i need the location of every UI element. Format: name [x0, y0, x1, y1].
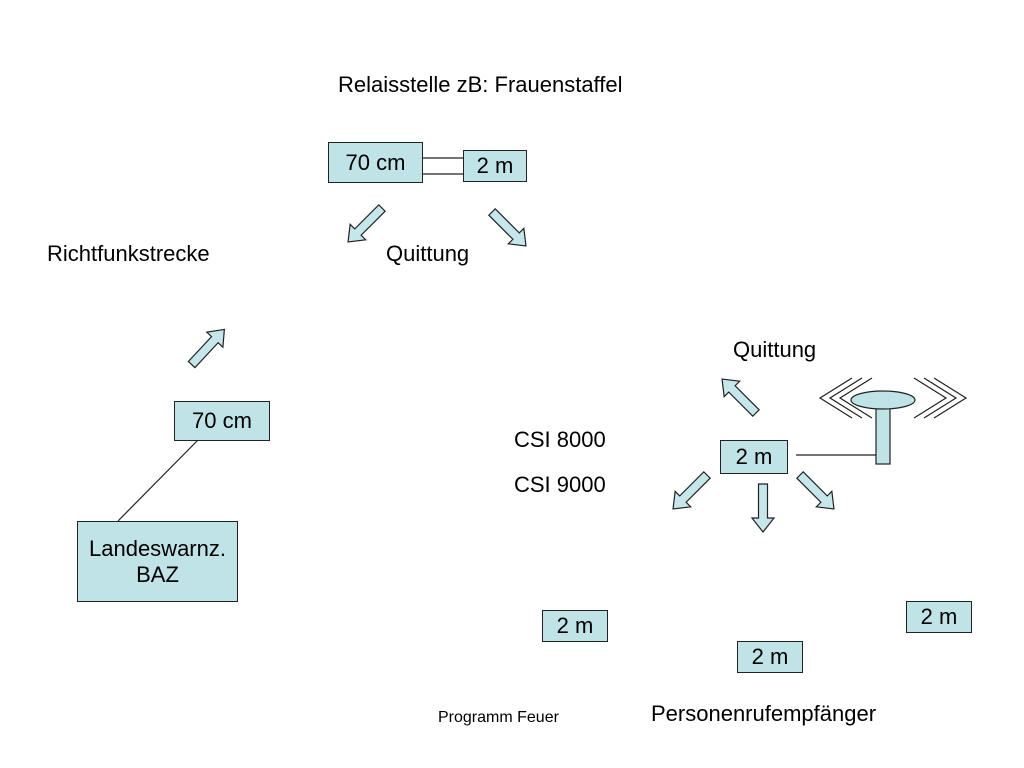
csi-8000-label: CSI 8000 [514, 427, 606, 452]
arrow-tx-down-left [664, 466, 716, 518]
relay-connector [423, 157, 463, 175]
arrow-tx-down-right [791, 466, 843, 518]
arrow-tx-down [751, 483, 775, 533]
csi-9000-label: CSI 9000 [514, 472, 606, 497]
arrow-relay-left-down [339, 199, 391, 251]
transmitter-2m-box: 2 m [720, 440, 788, 474]
receiver-2m-box-left: 2 m [542, 610, 608, 642]
landeswarnz-link-line [117, 439, 199, 522]
relay-70cm-label: 70 cm [345, 149, 406, 175]
receiver-2m-box-right: 2 m [906, 601, 972, 633]
relay-2m-label: 2 m [476, 153, 514, 179]
personenrufempfaenger-label: Personenrufempfänger [651, 701, 877, 726]
landeswarnz-line1: Landeswarnz. [89, 536, 226, 562]
receiver-2m-box-center: 2 m [737, 641, 803, 673]
receiver-2m-label: 2 m [920, 604, 958, 630]
arrow-richtfunk-up [182, 321, 234, 373]
relay-2m-box: 2 m [463, 150, 527, 182]
arrow-quittung-up [713, 370, 765, 422]
quittung-right-label: Quittung [733, 337, 817, 362]
quittung-top-label: Quittung [386, 241, 470, 266]
relay-70cm-box: 70 cm [328, 142, 423, 183]
landeswarnz-70cm-box: 70 cm [174, 401, 270, 441]
receiver-2m-label: 2 m [556, 613, 594, 639]
diagram-title: Relaisstelle zB: Frauenstaffel [338, 72, 623, 97]
landeswarnz-70cm-label: 70 cm [192, 408, 252, 434]
receiver-2m-label: 2 m [751, 644, 789, 670]
programm-feuer-label: Programm Feuer [438, 709, 559, 726]
landeswarnz-line2: BAZ [136, 561, 179, 587]
radio-waves-icon [818, 377, 968, 419]
arrow-relay-right-down [483, 203, 535, 255]
antenna-icon [796, 390, 916, 465]
landeswarnz-baz-box: Landeswarnz. BAZ [77, 521, 238, 602]
transmitter-2m-label: 2 m [735, 444, 773, 470]
richtfunkstrecke-label: Richtfunkstrecke [47, 241, 210, 266]
